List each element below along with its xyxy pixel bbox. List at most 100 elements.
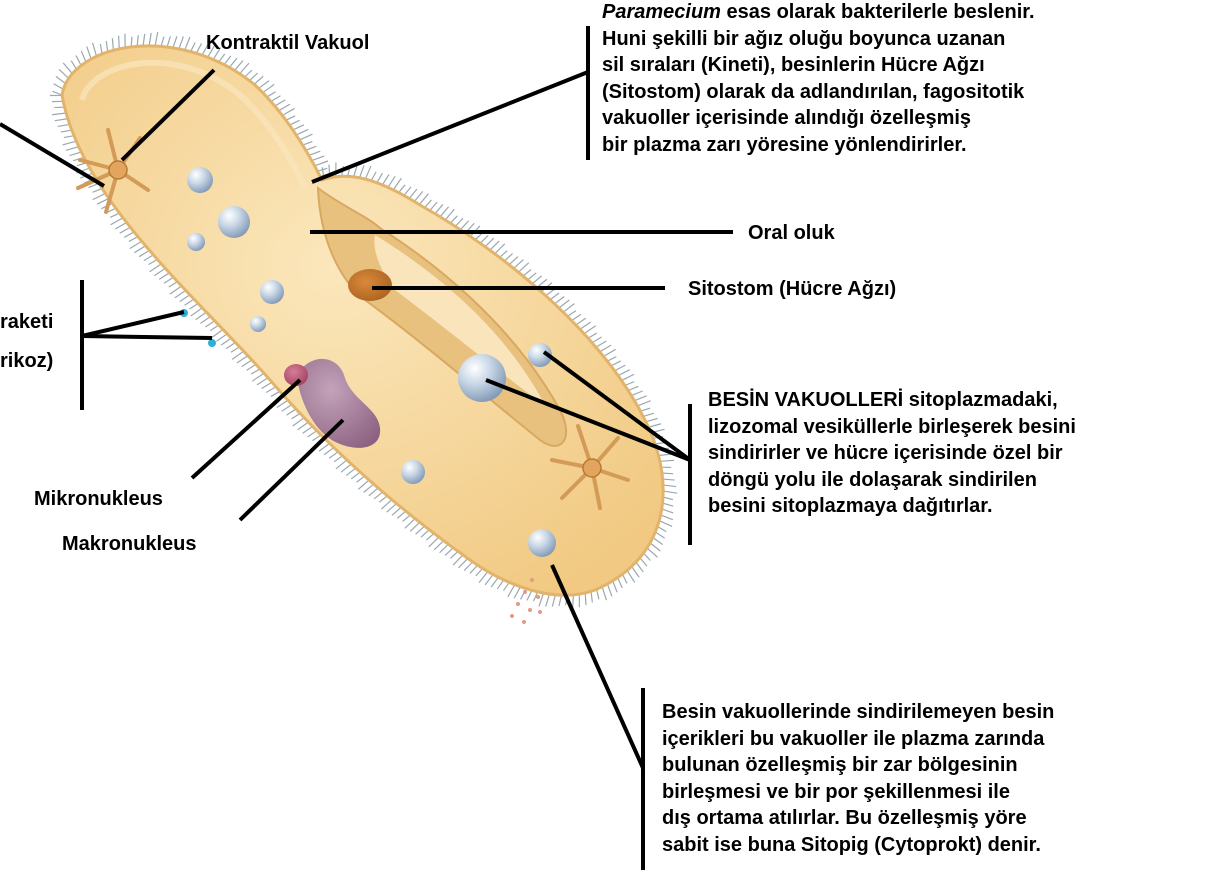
text-cytoproct: Besin vakuollerinde sindirilemeyen besin… xyxy=(662,699,1054,858)
cilium xyxy=(249,73,257,81)
food-vacuole xyxy=(250,316,266,332)
cilium xyxy=(650,543,660,551)
cilium xyxy=(365,166,371,179)
cilium xyxy=(514,587,520,599)
cilium xyxy=(659,521,672,527)
cilium xyxy=(52,113,66,115)
cilium xyxy=(572,314,581,320)
text-food-vacuole: BESİN VAKUOLLERİ sitoplazmadaki, lizozom… xyxy=(708,387,1076,520)
cilium xyxy=(631,391,642,396)
cilium xyxy=(618,578,623,588)
cilium xyxy=(358,480,369,489)
cilium xyxy=(309,151,320,155)
cilium xyxy=(490,241,499,250)
cilium xyxy=(600,345,611,352)
text-food-vacuole-line-3: sindirirler ve hücre içerisinde özel bir xyxy=(708,440,1076,467)
cilium xyxy=(154,268,165,275)
cilium xyxy=(212,329,223,337)
cilium xyxy=(93,43,97,57)
food-vacuole xyxy=(260,280,284,304)
cilium xyxy=(287,409,296,415)
cilium xyxy=(252,373,264,381)
cilium xyxy=(435,204,443,213)
text-feeding-line-5: vakuoller içerisinde alındığı özelleşmiş xyxy=(602,105,1035,132)
cilium xyxy=(632,566,639,577)
cilium xyxy=(87,47,91,59)
cilium xyxy=(602,587,606,600)
cilium xyxy=(653,538,663,545)
cilium xyxy=(119,36,120,49)
cilium xyxy=(580,322,591,329)
cilium xyxy=(509,257,518,265)
cilium xyxy=(382,175,389,185)
cilium xyxy=(169,282,178,287)
cilium xyxy=(286,116,295,120)
cilium xyxy=(592,337,602,343)
cilium xyxy=(115,223,126,229)
cilium xyxy=(410,522,420,531)
text-cytoproct-line-6: sabit ise buna Sitopig (Cytoprokt) denir… xyxy=(662,832,1054,859)
cilium xyxy=(497,580,504,589)
cilium xyxy=(655,532,664,538)
cilium xyxy=(445,209,454,220)
cilium xyxy=(164,277,173,283)
cilium xyxy=(235,61,243,71)
cilium xyxy=(392,507,401,515)
cilium xyxy=(360,165,365,177)
cilium xyxy=(312,156,324,161)
cilium xyxy=(445,548,453,556)
cilium xyxy=(200,317,210,324)
cilium xyxy=(611,361,621,366)
cilium xyxy=(552,595,555,607)
cilium xyxy=(646,418,658,421)
cilium xyxy=(289,120,299,125)
cilium xyxy=(54,84,64,89)
cilium xyxy=(559,595,561,606)
cilium xyxy=(124,232,134,237)
cilium xyxy=(175,290,186,297)
cilium xyxy=(627,570,634,582)
cilium xyxy=(150,264,162,272)
cilium xyxy=(259,81,270,89)
cilium xyxy=(300,134,313,140)
cilium xyxy=(604,349,616,356)
cilium xyxy=(63,63,72,74)
cilium xyxy=(155,32,158,46)
food-vacuole xyxy=(458,354,506,402)
cilium xyxy=(129,237,138,242)
label-trichocyst-line1: raketi xyxy=(0,309,53,335)
cilium xyxy=(137,35,138,46)
cilium xyxy=(618,370,630,376)
label-macronucleus: Makronukleus xyxy=(62,531,196,557)
cilium xyxy=(351,472,360,479)
cilium xyxy=(663,503,674,506)
cilium xyxy=(130,241,142,248)
text-cytoproct-line-3: bulunan özelleşmiş bir zar bölgesinin xyxy=(662,752,1054,779)
leader-line-trichocyst-2 xyxy=(82,336,212,338)
cilium xyxy=(637,401,650,406)
cilium xyxy=(660,460,674,461)
cilium xyxy=(143,34,145,46)
trichocyst xyxy=(208,339,216,347)
cilium xyxy=(308,431,317,437)
cilium xyxy=(58,124,70,126)
text-cytoproct-line-5: dış ortama atılırlar. Bu özelleşmiş yöre xyxy=(662,805,1054,832)
cilium xyxy=(63,141,77,145)
cilium xyxy=(584,326,596,334)
cilium xyxy=(485,238,494,247)
cilium xyxy=(663,491,677,493)
cilium xyxy=(293,125,304,130)
cilium xyxy=(262,382,272,388)
cilium xyxy=(532,276,541,284)
cilium xyxy=(430,202,437,210)
cilium xyxy=(455,218,463,226)
cilium xyxy=(191,308,203,316)
text-food-vacuole-line-4: döngü yolu ile dolaşarak sindirilen xyxy=(708,467,1076,494)
cilium xyxy=(528,273,537,280)
label-contractile-vacuole: Kontraktil Vakuol xyxy=(206,30,369,56)
cilium xyxy=(479,572,488,583)
leader-line-macronucleus xyxy=(240,420,343,520)
cytostome xyxy=(348,269,392,301)
cilium xyxy=(387,503,397,512)
cilium xyxy=(576,318,586,325)
